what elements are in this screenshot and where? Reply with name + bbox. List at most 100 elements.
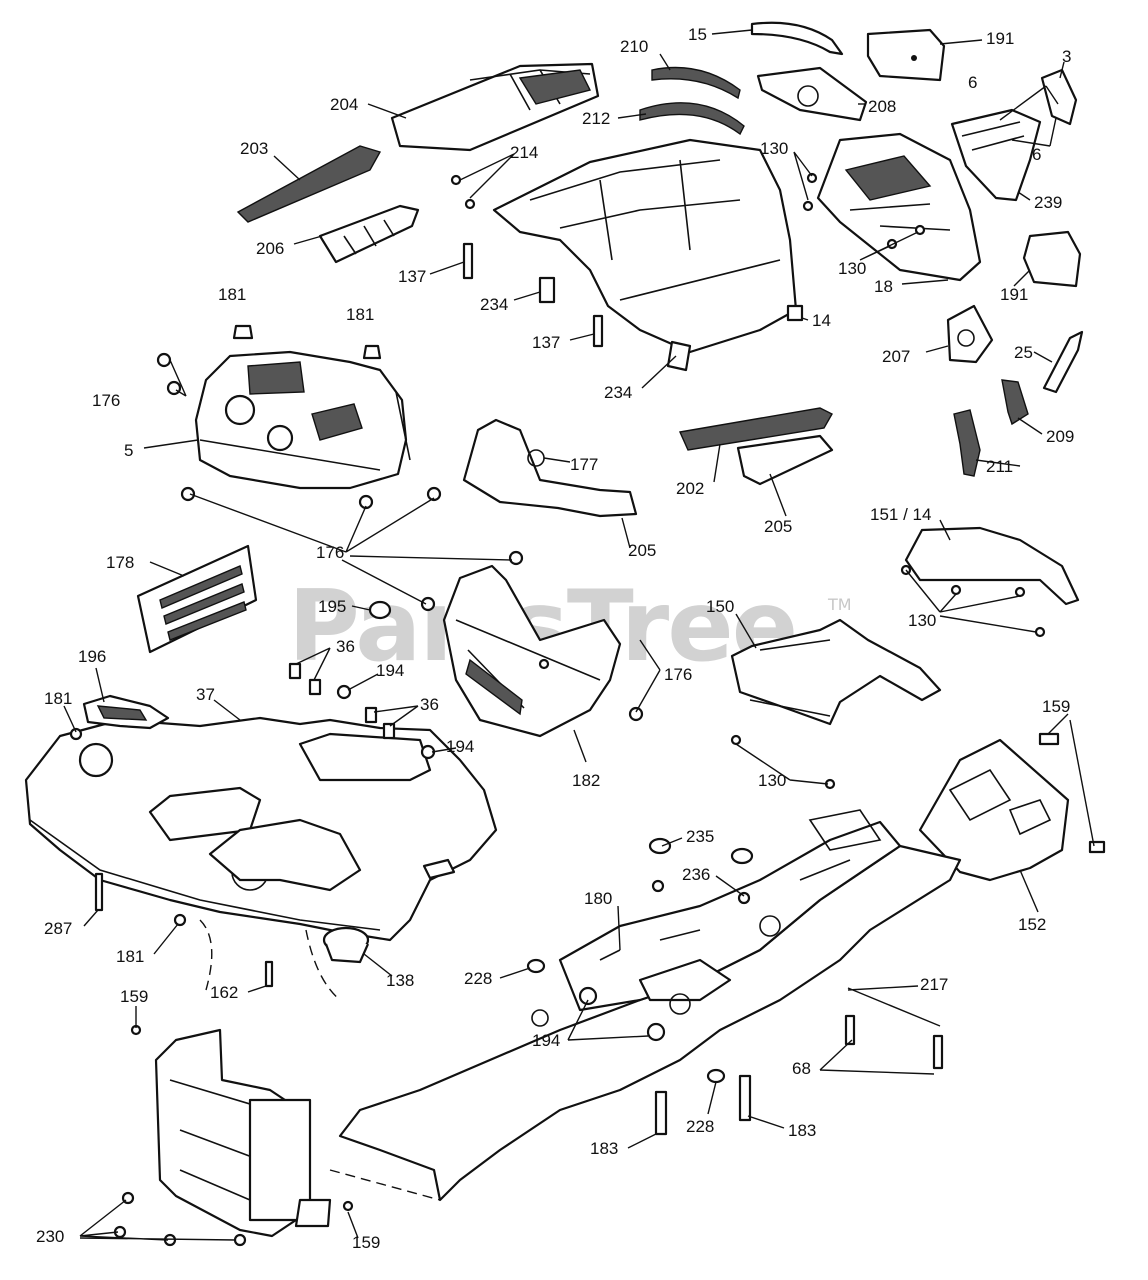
part-159-bolt [1038, 732, 1060, 746]
part-183-bolt [654, 1090, 668, 1136]
callout-130: 130 [758, 771, 786, 790]
callout-287: 287 [44, 919, 72, 938]
callout-68: 68 [792, 1059, 811, 1078]
callout-176: 176 [664, 665, 692, 684]
callout-206: 206 [256, 239, 284, 258]
callout-181: 181 [218, 285, 246, 304]
watermark-trademark: TM [827, 595, 852, 614]
callout-159: 159 [352, 1233, 380, 1252]
callout-217: 217 [920, 975, 948, 994]
part-212-grille [639, 102, 745, 136]
part-176-bolt [156, 352, 172, 368]
callout-labels: 15 191 210 3 6 6 204 208 212 130 214 203… [36, 25, 1074, 1252]
callout-205: 205 [628, 541, 656, 560]
part-194-nut [336, 684, 352, 700]
part-208-headlight-cover [756, 66, 868, 122]
part-228-spacer [526, 958, 546, 974]
callout-183: 183 [788, 1121, 816, 1140]
callout-151-14: 151 / 14 [870, 505, 931, 524]
callout-137: 137 [532, 333, 560, 352]
callout-191: 191 [1000, 285, 1028, 304]
callout-194: 194 [376, 661, 404, 680]
part-151-bracket [904, 526, 1080, 606]
callout-211: 211 [986, 457, 1013, 476]
callout-159: 159 [1042, 697, 1070, 716]
callout-234: 234 [604, 383, 632, 402]
callout-138: 138 [386, 971, 414, 990]
part-210-grille [651, 66, 741, 100]
part-68-screw [844, 1014, 856, 1046]
callout-178: 178 [106, 553, 134, 572]
callout-202: 202 [676, 479, 704, 498]
callout-228: 228 [686, 1117, 714, 1136]
callout-230: 230 [36, 1227, 64, 1246]
part-14-hood [492, 138, 798, 354]
callout-236: 236 [682, 865, 710, 884]
callout-208: 208 [868, 97, 896, 116]
callout-130: 130 [838, 259, 866, 278]
part-217-rod [847, 987, 941, 1027]
callout-181: 181 [346, 305, 374, 324]
callout-36: 36 [336, 637, 355, 656]
callout-181: 181 [116, 947, 144, 966]
callout-205: 205 [764, 517, 792, 536]
part-36-bolt [288, 662, 302, 680]
callout-204: 204 [330, 95, 358, 114]
callout-176: 176 [316, 543, 344, 562]
callout-203: 203 [240, 139, 268, 158]
part-239-side-panel [950, 108, 1042, 202]
callout-194: 194 [446, 737, 474, 756]
part-137-pin [462, 242, 474, 280]
part-236-nut [651, 879, 665, 893]
callout-183: 183 [590, 1139, 618, 1158]
part-209-grille [1001, 379, 1029, 426]
part-5-console [194, 350, 408, 490]
callout-18: 18 [874, 277, 893, 296]
callout-162: 162 [210, 983, 238, 1002]
callout-5: 5 [124, 441, 133, 460]
part-234-clip [538, 276, 556, 304]
callout-194: 194 [532, 1031, 560, 1050]
callout-14: 14 [812, 311, 831, 330]
callout-130: 130 [908, 611, 936, 630]
callout-209: 209 [1046, 427, 1074, 446]
part-181-plug [232, 324, 254, 340]
callout-159: 159 [120, 987, 148, 1006]
part-15-trim [750, 21, 844, 56]
part-203-grille [236, 145, 382, 223]
callout-210: 210 [620, 37, 648, 56]
part-287-screw [94, 872, 104, 912]
callout-235: 235 [686, 827, 714, 846]
callout-25: 25 [1014, 343, 1033, 362]
callout-234: 234 [480, 295, 508, 314]
callout-6: 6 [968, 73, 977, 92]
part-207-headlight [946, 304, 994, 364]
callout-130: 130 [760, 139, 788, 158]
callout-196: 196 [78, 647, 106, 666]
callout-15: 15 [688, 25, 707, 44]
callout-191: 191 [986, 29, 1014, 48]
callout-214: 214 [510, 143, 538, 162]
part-177-bracket [462, 418, 638, 518]
callout-6: 6 [1032, 145, 1041, 164]
part-178-decal [136, 544, 258, 654]
callout-212: 212 [582, 109, 610, 128]
part-235-nut [648, 837, 672, 855]
callout-177: 177 [570, 455, 598, 474]
callout-195: 195 [318, 597, 346, 616]
part-211-grille [953, 409, 981, 477]
callout-150: 150 [706, 597, 734, 616]
part-195-plug [368, 600, 392, 620]
part-191-cap-right [1022, 230, 1082, 288]
callout-3: 3 [1062, 47, 1071, 66]
callout-180: 180 [584, 889, 612, 908]
part-202-grille [678, 407, 833, 451]
callout-181: 181 [44, 689, 72, 708]
leader-lines [63, 29, 1095, 1241]
callout-36: 36 [420, 695, 439, 714]
part-25-bracket [1042, 330, 1084, 394]
callout-37: 37 [196, 685, 215, 704]
callout-239: 239 [1034, 193, 1062, 212]
part-214-screw [450, 174, 462, 186]
